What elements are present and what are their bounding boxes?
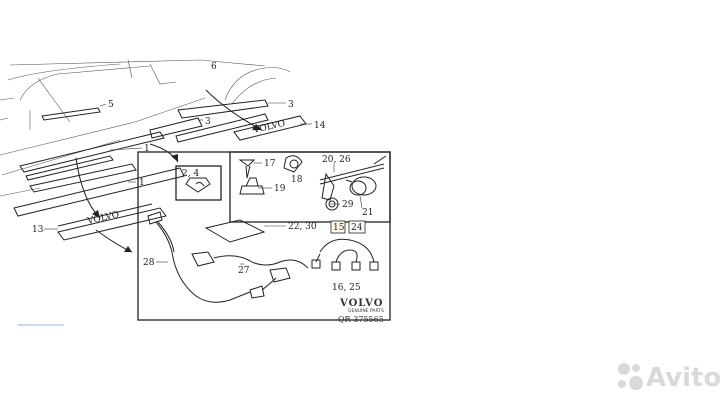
watermark-text: Avito <box>646 363 720 393</box>
callout-14: 14 <box>314 121 326 131</box>
avito-watermark: Avito <box>618 363 720 393</box>
sill-plate-14: VOLVO <box>233 115 312 141</box>
callout-labels: 5 6 3 3 14 1 1 2, 4 13 17 18 20, 26 19 2… <box>32 62 373 293</box>
push-clip-17 <box>238 159 256 179</box>
callout-29: 29 <box>342 200 354 210</box>
callout-27: 27 <box>238 266 250 276</box>
clip-2-4 <box>185 177 211 193</box>
wire-harness-28 <box>147 211 251 303</box>
callout-24: 24 <box>351 223 363 233</box>
cable-tie-20-26 <box>319 155 387 201</box>
label-box-24 <box>348 220 366 234</box>
callout-3-upper: 3 <box>288 100 294 110</box>
sill-text-lower: VOLVO <box>85 210 120 227</box>
callout-28: 28 <box>143 258 155 268</box>
callout-19: 19 <box>274 184 286 194</box>
adhesive-pad-22-30 <box>204 219 266 243</box>
callout-15: 15 <box>333 223 345 233</box>
fastener-18 <box>283 155 303 173</box>
label-box-15 <box>330 220 346 234</box>
callout-6: 6 <box>211 62 217 72</box>
wire-harness-27 <box>191 251 309 299</box>
callout-3-lower: 3 <box>205 117 211 127</box>
side-moulding-1-upper <box>19 131 165 181</box>
sill-plate-13: VOLVO <box>44 203 167 241</box>
callout-16-25: 16, 25 <box>332 283 361 293</box>
callout-22-30: 22, 30 <box>288 222 317 232</box>
clip-detail-box <box>175 165 222 201</box>
reference-code: QR-375565 <box>338 315 384 324</box>
callout-20-26: 20, 26 <box>322 155 351 165</box>
avito-logo-icon <box>618 363 643 390</box>
callout-17: 17 <box>264 159 276 169</box>
leader-lines <box>156 162 363 265</box>
trim-strip-5 <box>41 103 107 121</box>
volvo-logo: VOLVO GENUINE PARTS QR-375565 <box>338 298 384 324</box>
side-moulding-1-lower <box>13 163 185 217</box>
callout-1-upper: 1 <box>144 144 150 154</box>
connector-21 <box>345 176 377 196</box>
callout-5: 5 <box>108 100 114 110</box>
callout-18: 18 <box>291 175 303 185</box>
clip-19 <box>239 177 265 195</box>
callout-1-lower: 1 <box>139 178 145 188</box>
logo-subtitle: GENUINE PARTS <box>348 308 384 314</box>
wire-harness-16-25 <box>311 238 379 271</box>
callout-21: 21 <box>362 208 373 218</box>
side-moulding-3-lower <box>149 113 269 143</box>
callout-2-4: 2, 4 <box>182 169 199 179</box>
logo-brand: VOLVO <box>339 298 383 309</box>
callout-13: 13 <box>32 225 44 235</box>
side-moulding-3-upper <box>177 99 286 119</box>
